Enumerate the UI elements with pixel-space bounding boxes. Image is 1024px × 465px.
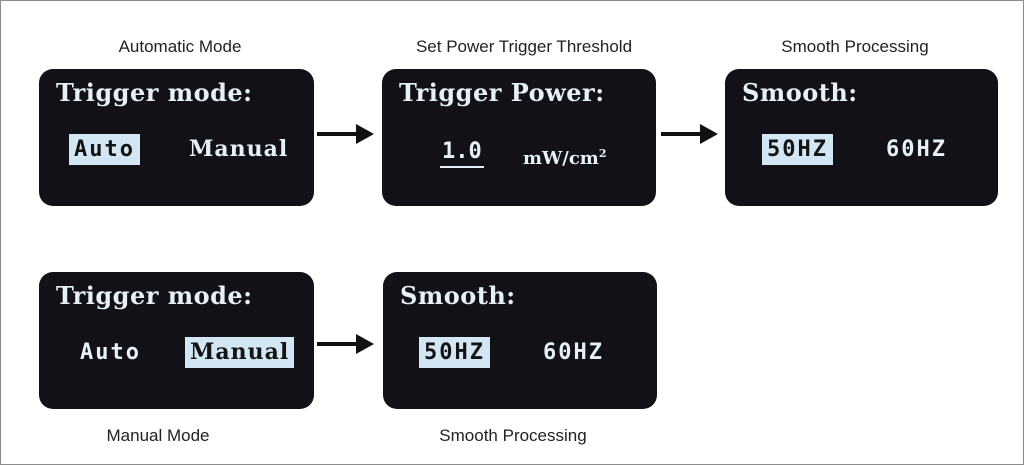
option-50hz[interactable]: 50HZ	[762, 134, 833, 165]
caption-power-threshold: Set Power Trigger Threshold	[415, 37, 633, 56]
caption-automatic-mode: Automatic Mode	[118, 37, 242, 56]
option-60hz[interactable]: 60HZ	[543, 340, 604, 365]
right-arrow-icon	[317, 124, 374, 144]
option-60hz[interactable]: 60HZ	[886, 137, 947, 162]
screen-trigger-power: Trigger Power: 1.0 mW/cm2	[382, 69, 656, 206]
screen-heading: Trigger mode:	[56, 281, 253, 310]
power-unit: mW/cm2	[523, 147, 607, 169]
caption-smooth-bottom: Smooth Processing	[439, 426, 587, 445]
screen-heading: Smooth:	[742, 78, 858, 107]
screen-heading: Trigger mode:	[56, 78, 253, 107]
screen-heading: Trigger Power:	[399, 78, 605, 107]
option-manual[interactable]: Manual	[189, 136, 289, 162]
right-arrow-icon	[317, 334, 374, 354]
caption-smooth-top: Smooth Processing	[781, 37, 929, 56]
power-value-input[interactable]: 1.0	[440, 138, 484, 168]
screen-manual-mode: Trigger mode: Auto Manual	[39, 272, 314, 409]
screen-automatic-mode: Trigger mode: Auto Manual	[39, 69, 314, 206]
option-auto[interactable]: Auto	[69, 134, 140, 165]
screen-heading: Smooth:	[400, 281, 516, 310]
right-arrow-icon	[661, 124, 718, 144]
option-50hz[interactable]: 50HZ	[419, 337, 490, 368]
screen-smooth-bottom: Smooth: 50HZ 60HZ	[383, 272, 657, 409]
screen-smooth-top: Smooth: 50HZ 60HZ	[725, 69, 998, 206]
option-manual[interactable]: Manual	[185, 337, 295, 368]
option-auto[interactable]: Auto	[80, 340, 141, 365]
caption-manual-mode: Manual Mode	[106, 426, 210, 445]
